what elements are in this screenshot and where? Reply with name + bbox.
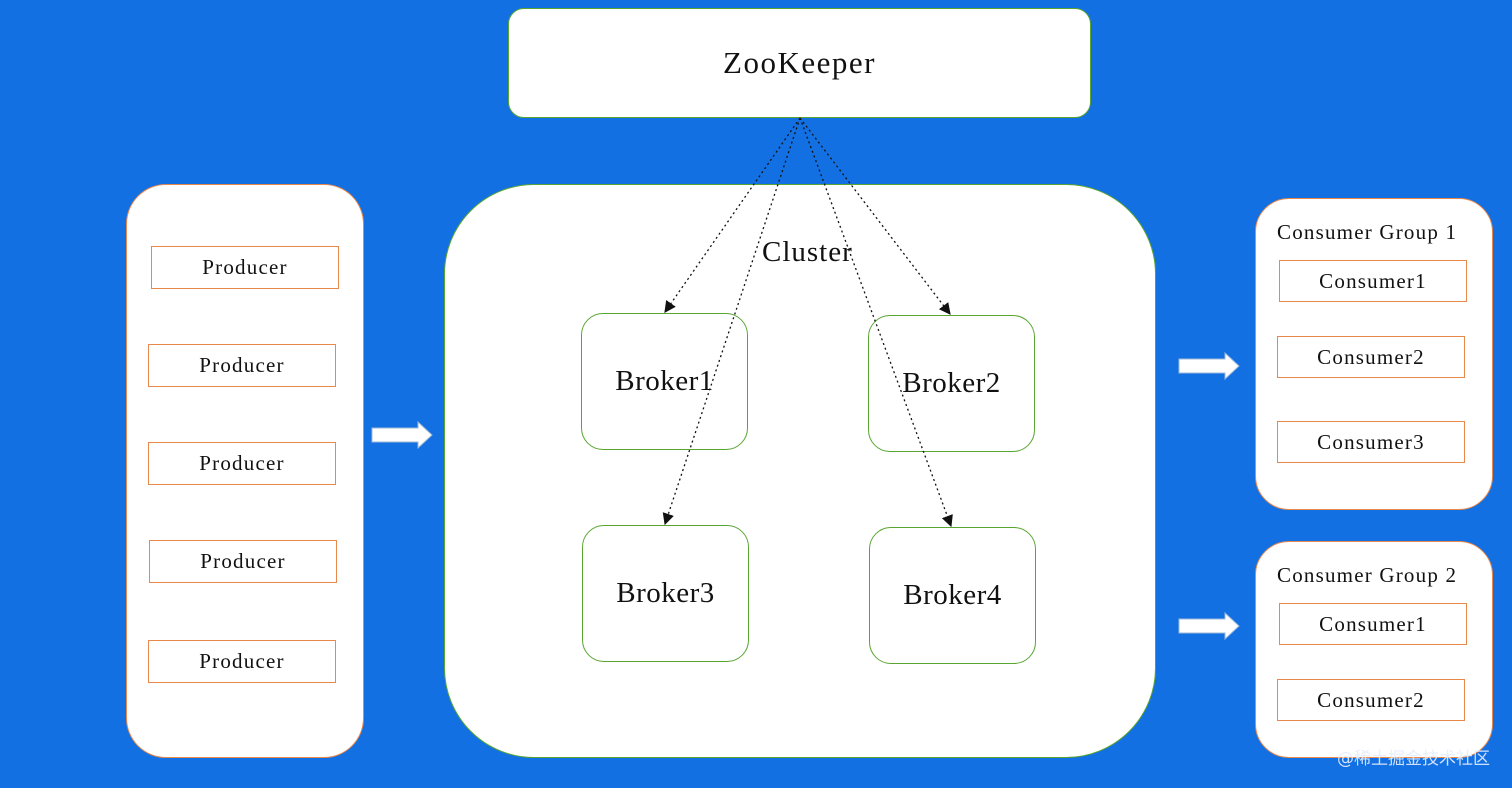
zookeeper-node: ZooKeeper: [508, 8, 1091, 118]
zk-broker1-connector: [664, 117, 801, 313]
producer-label: Producer: [202, 255, 288, 279]
cluster-to-group1-arrow-icon: [1178, 351, 1240, 381]
watermark-text: @稀土掘金技术社区: [1337, 749, 1490, 769]
zookeeper-label: ZooKeeper: [723, 45, 876, 80]
consumer-box: Consumer1: [1279, 260, 1467, 302]
cluster-panel: [444, 184, 1156, 758]
broker-label: Broker4: [903, 579, 1002, 611]
consumer-box: Consumer1: [1279, 603, 1467, 645]
broker-label: Broker3: [616, 577, 715, 609]
cluster-to-group2-arrow-icon: [1178, 611, 1240, 641]
consumer-label: Consumer3: [1317, 429, 1425, 454]
producer-to-cluster-arrow-icon: [371, 420, 433, 450]
producer-box: Producer: [149, 540, 337, 583]
zk-broker4-connector: [799, 117, 953, 528]
consumer-group-1-title: Consumer Group 1: [1277, 220, 1458, 244]
broker1-node: Broker1: [581, 313, 748, 450]
consumer-label: Consumer2: [1317, 687, 1425, 712]
broker2-node: Broker2: [868, 315, 1035, 452]
zk-broker2-connector: [799, 117, 951, 315]
consumer-group-2-title: Consumer Group 2: [1277, 563, 1458, 587]
producer-box: Producer: [151, 246, 339, 289]
producer-label: Producer: [199, 353, 285, 377]
broker3-node: Broker3: [582, 525, 749, 662]
consumer-box: Consumer2: [1277, 336, 1465, 378]
producer-box: Producer: [148, 442, 336, 485]
consumer-group-2-panel: [1255, 541, 1493, 758]
producer-box: Producer: [148, 344, 336, 387]
broker-label: Broker1: [615, 365, 714, 397]
broker4-node: Broker4: [869, 527, 1036, 664]
consumer-label: Consumer1: [1319, 268, 1427, 293]
producer-label: Producer: [199, 451, 285, 475]
producer-label: Producer: [200, 549, 286, 573]
zk-broker3-connector: [662, 117, 801, 526]
producer-label: Producer: [199, 649, 285, 673]
consumer-box: Consumer2: [1277, 679, 1465, 721]
consumer-label: Consumer1: [1319, 611, 1427, 636]
broker-label: Broker2: [902, 367, 1001, 399]
cluster-title: Cluster: [762, 236, 853, 268]
consumer-box: Consumer3: [1277, 421, 1465, 463]
consumer-label: Consumer2: [1317, 344, 1425, 369]
producer-box: Producer: [148, 640, 336, 683]
